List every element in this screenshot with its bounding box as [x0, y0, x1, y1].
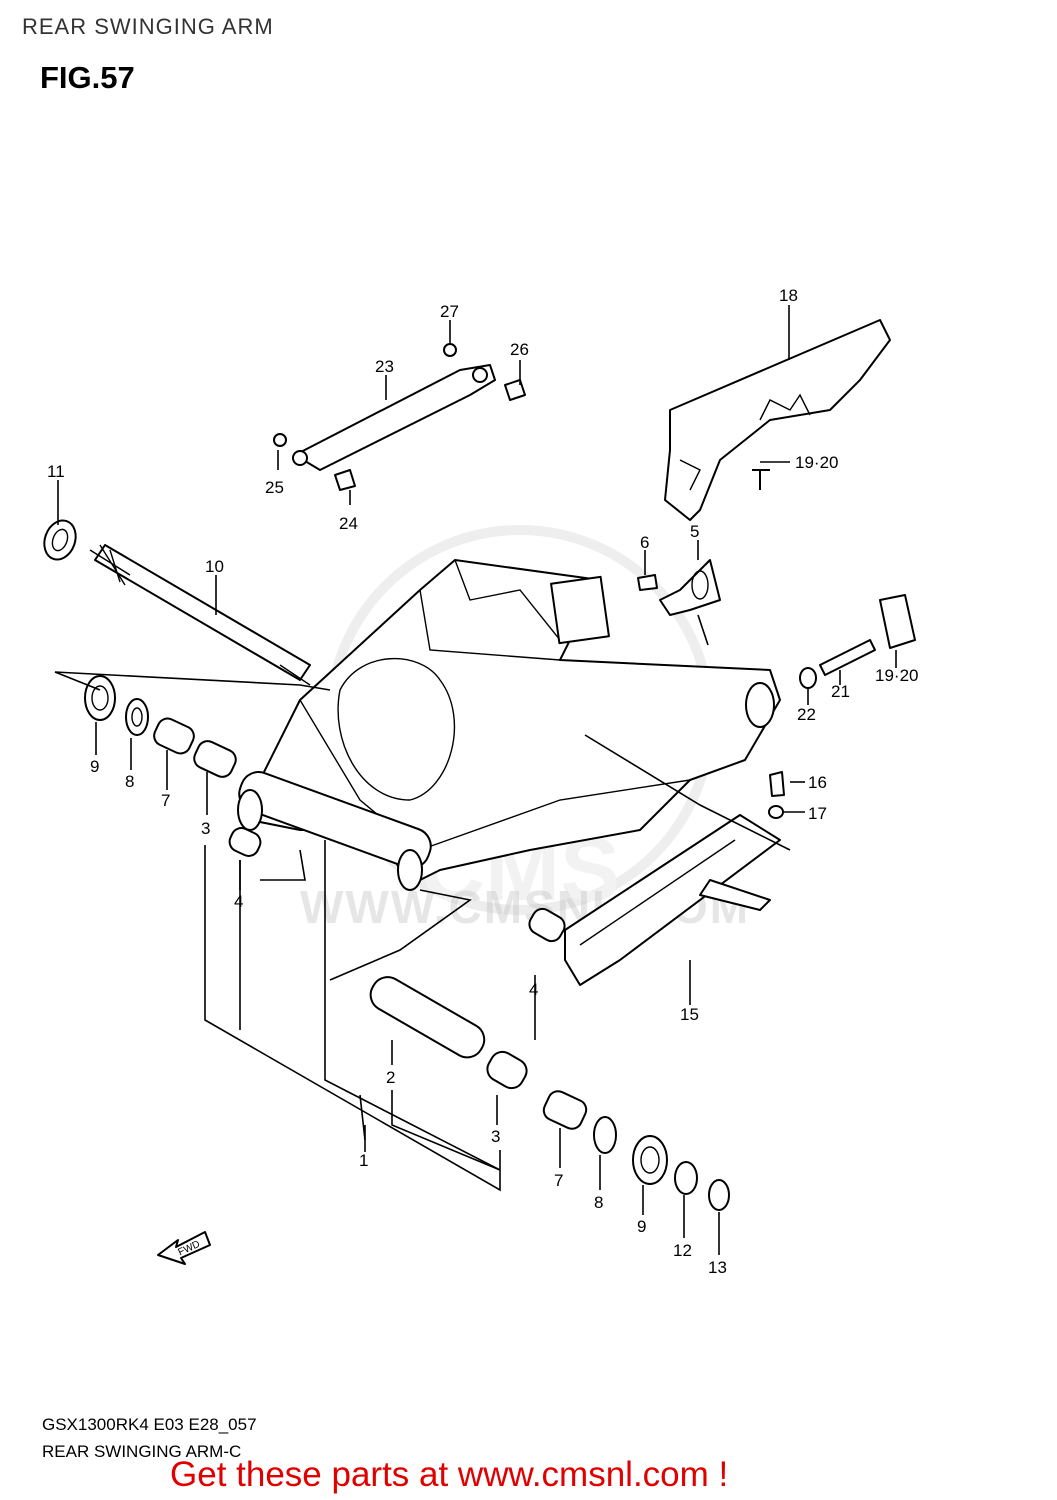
callout-17: 18: [779, 286, 798, 305]
left-bearings[interactable]: [84, 675, 264, 859]
callout-16: 17: [808, 804, 827, 823]
callout-8-right: 8: [594, 1193, 603, 1212]
callout-21: 21: [831, 682, 850, 701]
right-washers[interactable]: [541, 1088, 730, 1211]
chain-adjuster[interactable]: [799, 594, 916, 689]
callout-19-20: 19·20: [875, 666, 918, 685]
chain-cover[interactable]: [664, 319, 891, 521]
callout-1: 1: [359, 1151, 368, 1170]
callout-15: 16: [808, 773, 827, 792]
callout-9-right: 9: [637, 1217, 646, 1236]
diagram-subtitle: REAR SWINGING ARM-C: [42, 1442, 242, 1461]
callout-12: 12: [673, 1241, 692, 1260]
callout-3-left: 3: [201, 819, 210, 838]
callout-27: 27: [440, 302, 459, 321]
footer-link[interactable]: Get these parts at www.cmsnl.com !: [170, 1455, 729, 1494]
fwd-arrow-icon: FWD: [157, 1231, 211, 1265]
callout-23: 23: [375, 357, 394, 376]
callout-9-left: 9: [90, 757, 99, 776]
callout-leaders: [57, 305, 897, 1255]
callout-22: 22: [797, 705, 816, 724]
callout-2: 2: [386, 1068, 395, 1087]
callout-7-left: 7: [161, 791, 170, 810]
callout-25: 25: [265, 478, 284, 497]
callout-24: 24: [339, 514, 358, 533]
callout-11: 11: [47, 462, 65, 481]
callout-8-left: 8: [125, 772, 134, 791]
callout-18: 19·20: [795, 453, 838, 472]
torque-link[interactable]: [273, 343, 526, 491]
fwd-label: FWD: [177, 1239, 202, 1259]
callout-6: 6: [640, 533, 649, 552]
chain-buffer[interactable]: [564, 814, 781, 986]
callout-labels: 27 26 23 25 24 18 19·20 11 10 5 6 19·20 …: [47, 286, 918, 1277]
swinging-arm[interactable]: [234, 559, 781, 891]
diagram-code: GSX1300RK4 E03 E28_057: [42, 1415, 257, 1434]
pivot-nut[interactable]: [39, 516, 81, 564]
center-bearings[interactable]: [365, 905, 568, 1092]
callout-4-right: 4: [529, 980, 538, 999]
callout-26: 26: [510, 340, 529, 359]
callout-5: 5: [690, 522, 699, 541]
bracket[interactable]: [637, 559, 721, 616]
callout-3-right: 3: [491, 1127, 500, 1146]
callout-7-right: 7: [554, 1171, 563, 1190]
chain-buffer-bolts[interactable]: [768, 771, 785, 819]
callout-13: 13: [708, 1258, 727, 1277]
pivot-shaft[interactable]: [89, 544, 311, 686]
callout-14: 15: [680, 1005, 699, 1024]
assembly-bracket-lines: [54, 671, 791, 1192]
callout-4-left: 4: [234, 892, 243, 911]
page-title: REAR SWINGING ARM: [22, 14, 274, 39]
callout-10: 10: [205, 557, 224, 576]
figure-label: FIG.57: [40, 60, 135, 95]
